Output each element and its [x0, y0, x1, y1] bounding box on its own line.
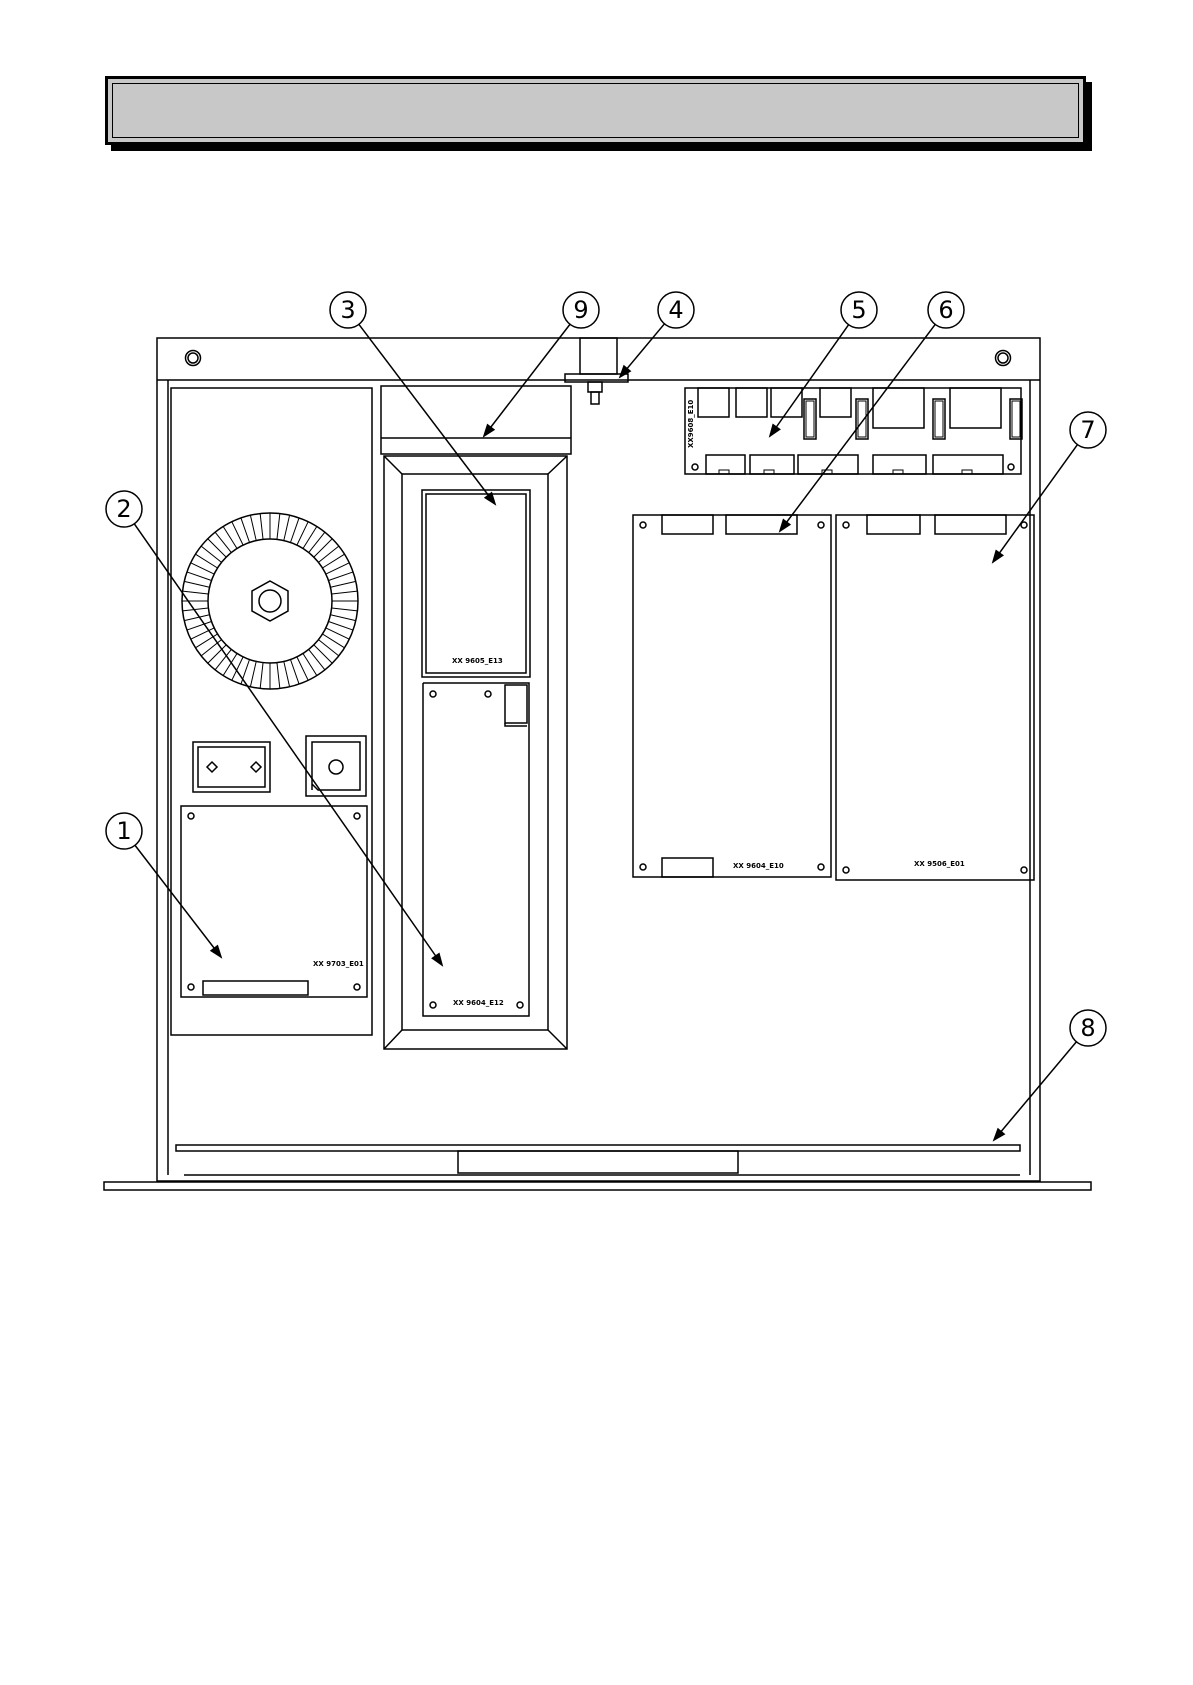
- toroid-winding: [290, 660, 299, 685]
- fuse-holder: [306, 736, 366, 796]
- front-panel-bar: [176, 1145, 1020, 1151]
- toroid-winding: [250, 515, 256, 540]
- leader-line-8: [994, 1042, 1076, 1140]
- toroid-winding: [297, 522, 308, 545]
- toroid-winding: [277, 514, 280, 540]
- rear-connector-4: [565, 338, 628, 404]
- leader-line-1: [135, 845, 221, 957]
- pcb-board-6: XX 9604_E10: [633, 515, 831, 877]
- callout-number-4: 4: [668, 296, 683, 324]
- leader-line-7: [993, 445, 1077, 562]
- callout-number-3: 3: [340, 296, 355, 324]
- board-2-label: XX 9604_E12: [453, 999, 504, 1007]
- toroid-winding: [329, 572, 354, 581]
- toroid-winding: [191, 563, 214, 574]
- toroid-winding: [208, 539, 226, 557]
- toroid-winding: [183, 591, 209, 594]
- leader-arrowhead-5: [770, 425, 780, 436]
- leader-arrowhead-7: [993, 551, 1003, 562]
- toroid-winding: [232, 522, 243, 545]
- toroid-winding: [184, 581, 209, 587]
- toroid-winding: [241, 518, 250, 543]
- toroid-winding: [290, 518, 299, 543]
- front-panel-display: [458, 1151, 738, 1173]
- callout-number-9: 9: [573, 296, 588, 324]
- toroid-winding: [332, 591, 358, 594]
- leader-lines: [134, 324, 1077, 1140]
- toroid-winding: [329, 621, 354, 630]
- callout-number-8: 8: [1080, 1014, 1095, 1042]
- callout-number-7: 7: [1080, 416, 1095, 444]
- rear-mounting-hole-right: [996, 351, 1011, 366]
- board-5-label: XX9608_E10: [687, 400, 695, 448]
- toroid-winding: [184, 615, 209, 621]
- power-switch: [193, 742, 270, 792]
- pcb-board-2: XX 9604_E12: [423, 683, 529, 1016]
- toroid-winding: [260, 514, 263, 540]
- leader-arrowhead-2: [432, 954, 442, 965]
- leader-arrowhead-9: [484, 425, 494, 436]
- callout-number-5: 5: [851, 296, 866, 324]
- toroid-winding: [284, 661, 290, 686]
- toroid-winding: [241, 660, 250, 685]
- toroid-winding: [277, 663, 280, 689]
- amplifier-compartment: [384, 456, 567, 1049]
- rear-mounting-hole-left: [186, 351, 201, 366]
- callout-number-6: 6: [938, 296, 953, 324]
- toroid-winding: [330, 581, 355, 587]
- toroid-winding: [250, 661, 256, 686]
- toroid-winding: [326, 563, 349, 574]
- front-panel: [104, 1182, 1091, 1190]
- toroid-winding: [208, 645, 226, 663]
- board-6-label: XX 9604_E10: [733, 862, 784, 870]
- callout-number-2: 2: [116, 495, 131, 523]
- toroid-winding: [314, 645, 332, 663]
- chassis: [104, 338, 1091, 1190]
- board-3-label: XX 9605_E13: [452, 657, 503, 665]
- toroid-winding: [330, 615, 355, 621]
- leader-line-3: [359, 324, 495, 504]
- pcb-board-3: XX 9605_E13: [422, 490, 530, 677]
- pcb-board-5: XX9608_E10: [685, 388, 1022, 474]
- toroidal-transformer: [182, 513, 358, 689]
- leader-arrowhead-6: [780, 520, 790, 531]
- pcb-board-1: XX 9703_E01: [181, 806, 367, 997]
- power-supply-compartment: [171, 388, 372, 1035]
- toroid-winding: [187, 572, 212, 581]
- callout-number-1: 1: [116, 817, 131, 845]
- toroid-winding: [297, 657, 308, 680]
- board-7-label: XX 9506_E01: [914, 860, 965, 868]
- toroid-winding: [284, 515, 290, 540]
- board-1-label: XX 9703_E01: [313, 960, 364, 968]
- toroid-winding: [326, 628, 349, 639]
- callout-bubbles: 1 2 3 4 5 6 7 8 9: [106, 292, 1106, 1046]
- toroid-winding: [314, 539, 332, 557]
- pcb-board-7: XX 9506_E01: [836, 515, 1034, 880]
- toroid-winding: [332, 608, 358, 611]
- rear-heatsink-block: [381, 386, 571, 454]
- toroid-winding: [260, 663, 263, 689]
- leader-arrowhead-1: [211, 946, 221, 957]
